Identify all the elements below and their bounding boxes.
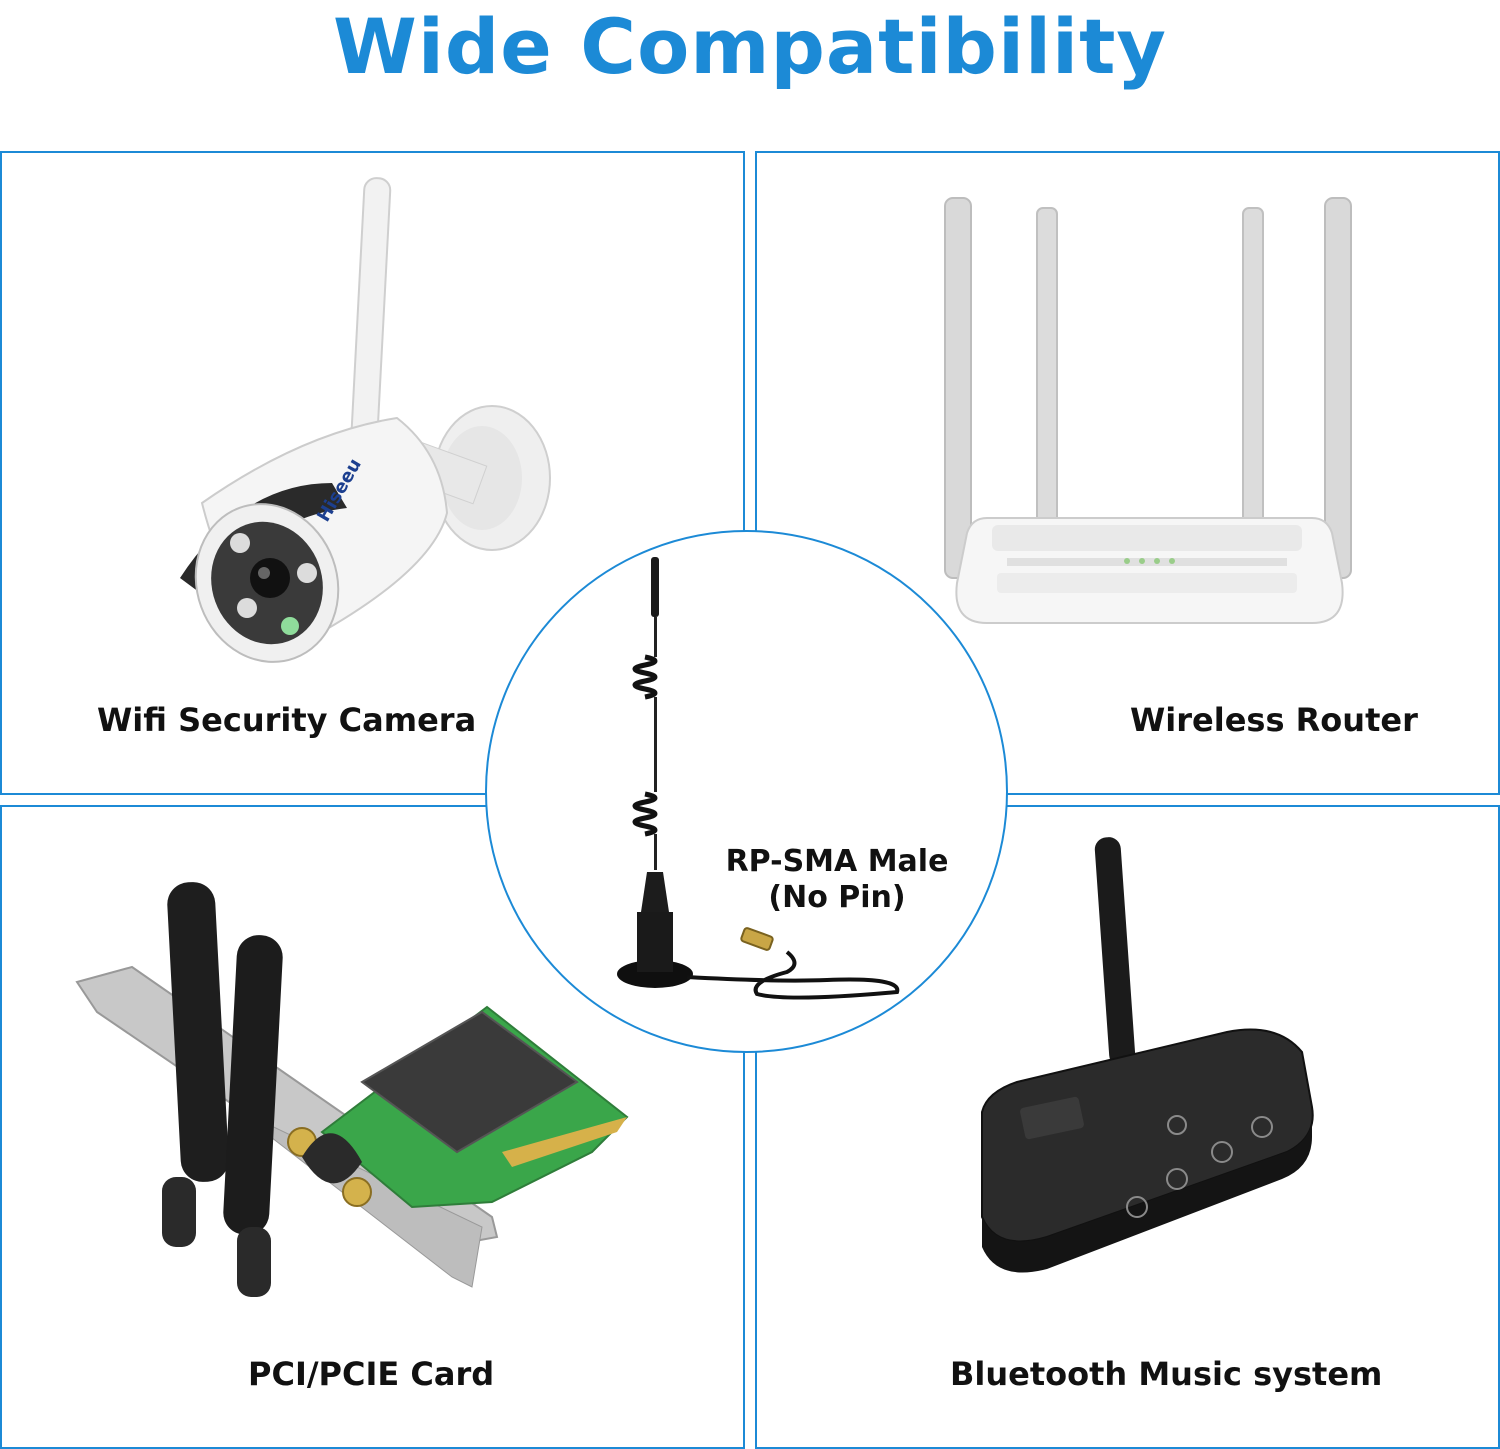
connector-type: RP-SMA Male	[725, 844, 949, 879]
connector-label: RP-SMA Male (No Pin)	[687, 844, 987, 916]
device-label-camera: Wifi Security Camera	[97, 701, 477, 739]
device-label-router: Wireless Router	[1130, 701, 1418, 739]
page-title: Wide Compatibility	[333, 2, 1167, 91]
pcie-card-icon	[75, 882, 629, 1297]
connector-pin-note: (No Pin)	[768, 880, 906, 915]
panel-bluetooth-music: Bluetooth Music system	[755, 805, 1500, 1449]
bluetooth-transmitter-icon	[981, 837, 1314, 1273]
center-antenna-circle: RP-SMA Male (No Pin)	[485, 530, 1008, 1053]
magnetic-antenna-icon	[617, 557, 900, 1000]
router-icon	[944, 197, 1352, 624]
device-label-pcie: PCI/PCIE Card	[248, 1355, 495, 1393]
device-label-bluetooth: Bluetooth Music system	[950, 1355, 1383, 1393]
panel-wifi-camera: Hiseeu Wifi Security Camera	[0, 151, 745, 795]
security-camera-icon: Hiseeu	[180, 177, 551, 663]
